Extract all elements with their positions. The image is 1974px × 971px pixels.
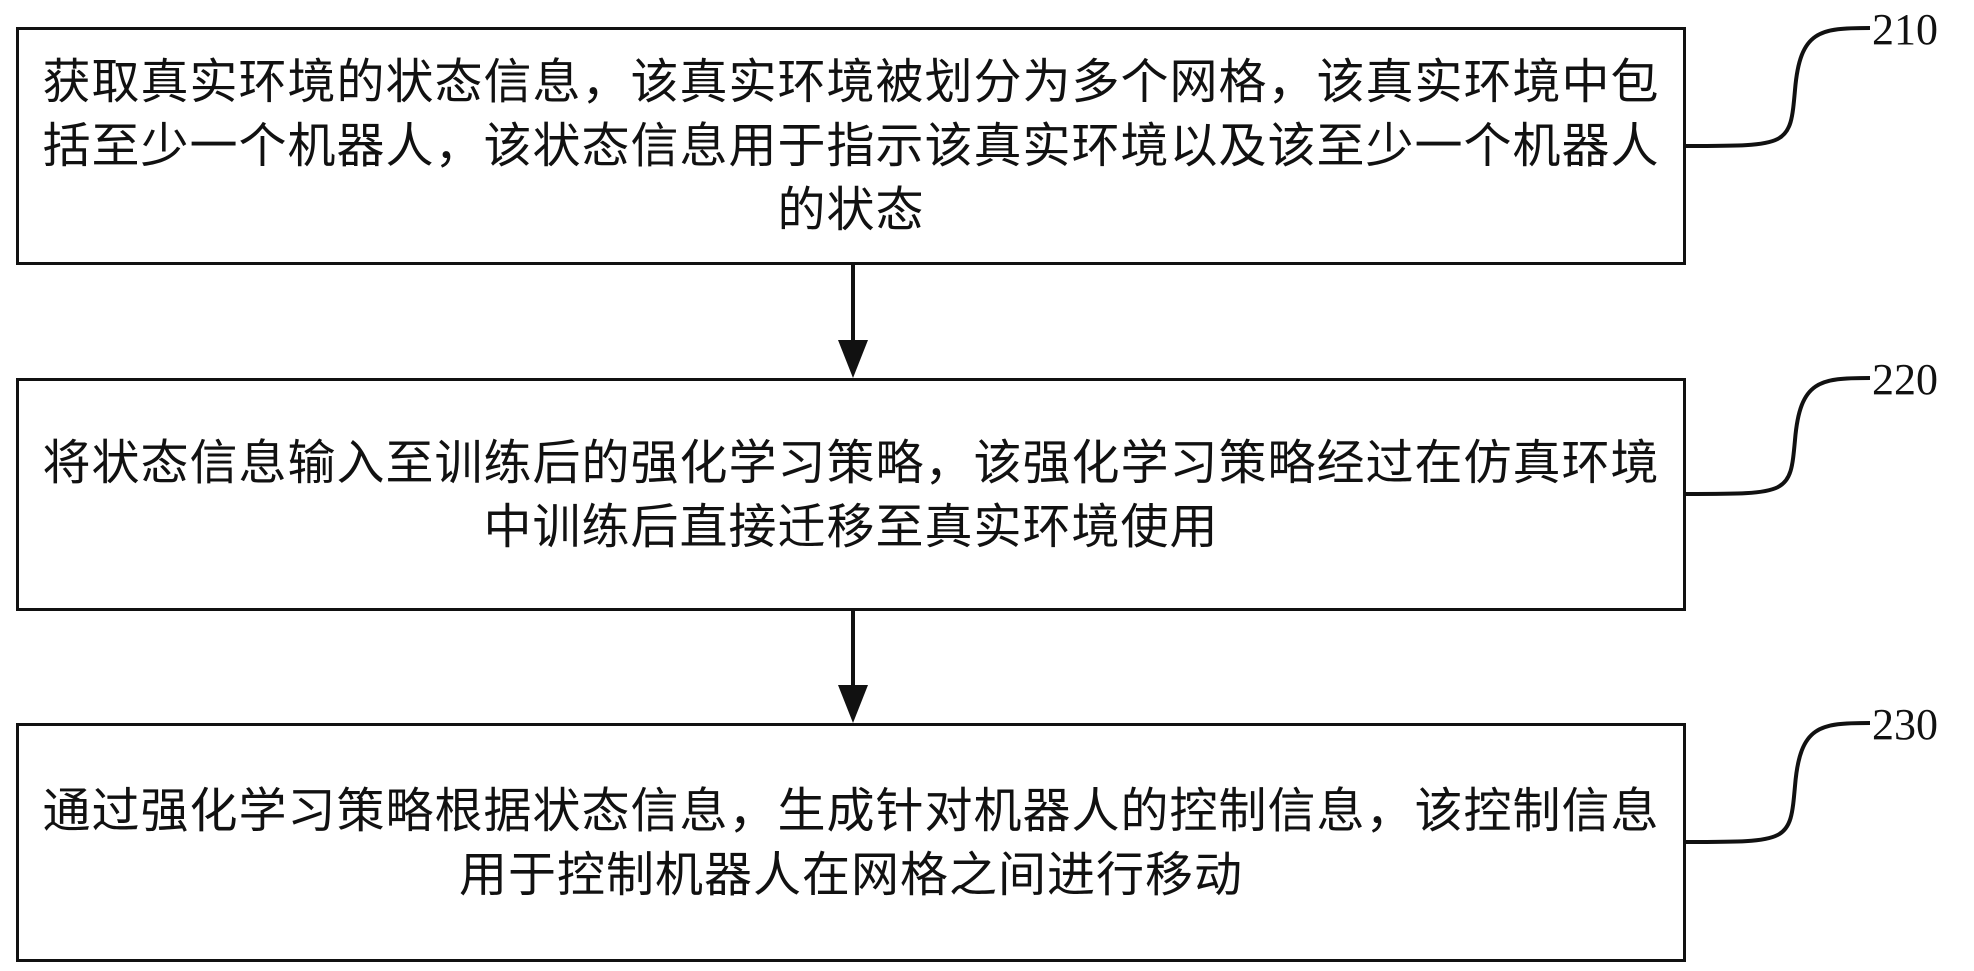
step-box-230: 通过强化学习策略根据状态信息，生成针对机器人的控制信息，该控制信息用于控制机器人… bbox=[16, 723, 1686, 962]
step-ref-label-210: 210 bbox=[1872, 5, 1938, 54]
leader-line-230 bbox=[1685, 721, 1871, 844]
step-text-220: 将状态信息输入至训练后的强化学习策略，该强化学习策略经过在仿真环境中训练后直接迁… bbox=[42, 434, 1660, 555]
leader-line-210 bbox=[1685, 26, 1871, 148]
step-ref-label-230: 230 bbox=[1872, 700, 1938, 749]
arrowhead-210-to-220 bbox=[838, 340, 868, 378]
step-ref-label-220: 220 bbox=[1872, 355, 1938, 404]
step-box-210: 获取真实环境的状态信息，该真实环境被划分为多个网格，该真实环境中包括至少一个机器… bbox=[16, 27, 1686, 265]
step-text-230: 通过强化学习策略根据状态信息，生成针对机器人的控制信息，该控制信息用于控制机器人… bbox=[42, 782, 1660, 903]
leader-line-220 bbox=[1685, 376, 1871, 496]
step-text-210: 获取真实环境的状态信息，该真实环境被划分为多个网格，该真实环境中包括至少一个机器… bbox=[42, 54, 1660, 238]
step-box-220: 将状态信息输入至训练后的强化学习策略，该强化学习策略经过在仿真环境中训练后直接迁… bbox=[16, 378, 1686, 611]
arrowhead-220-to-230 bbox=[838, 685, 868, 723]
